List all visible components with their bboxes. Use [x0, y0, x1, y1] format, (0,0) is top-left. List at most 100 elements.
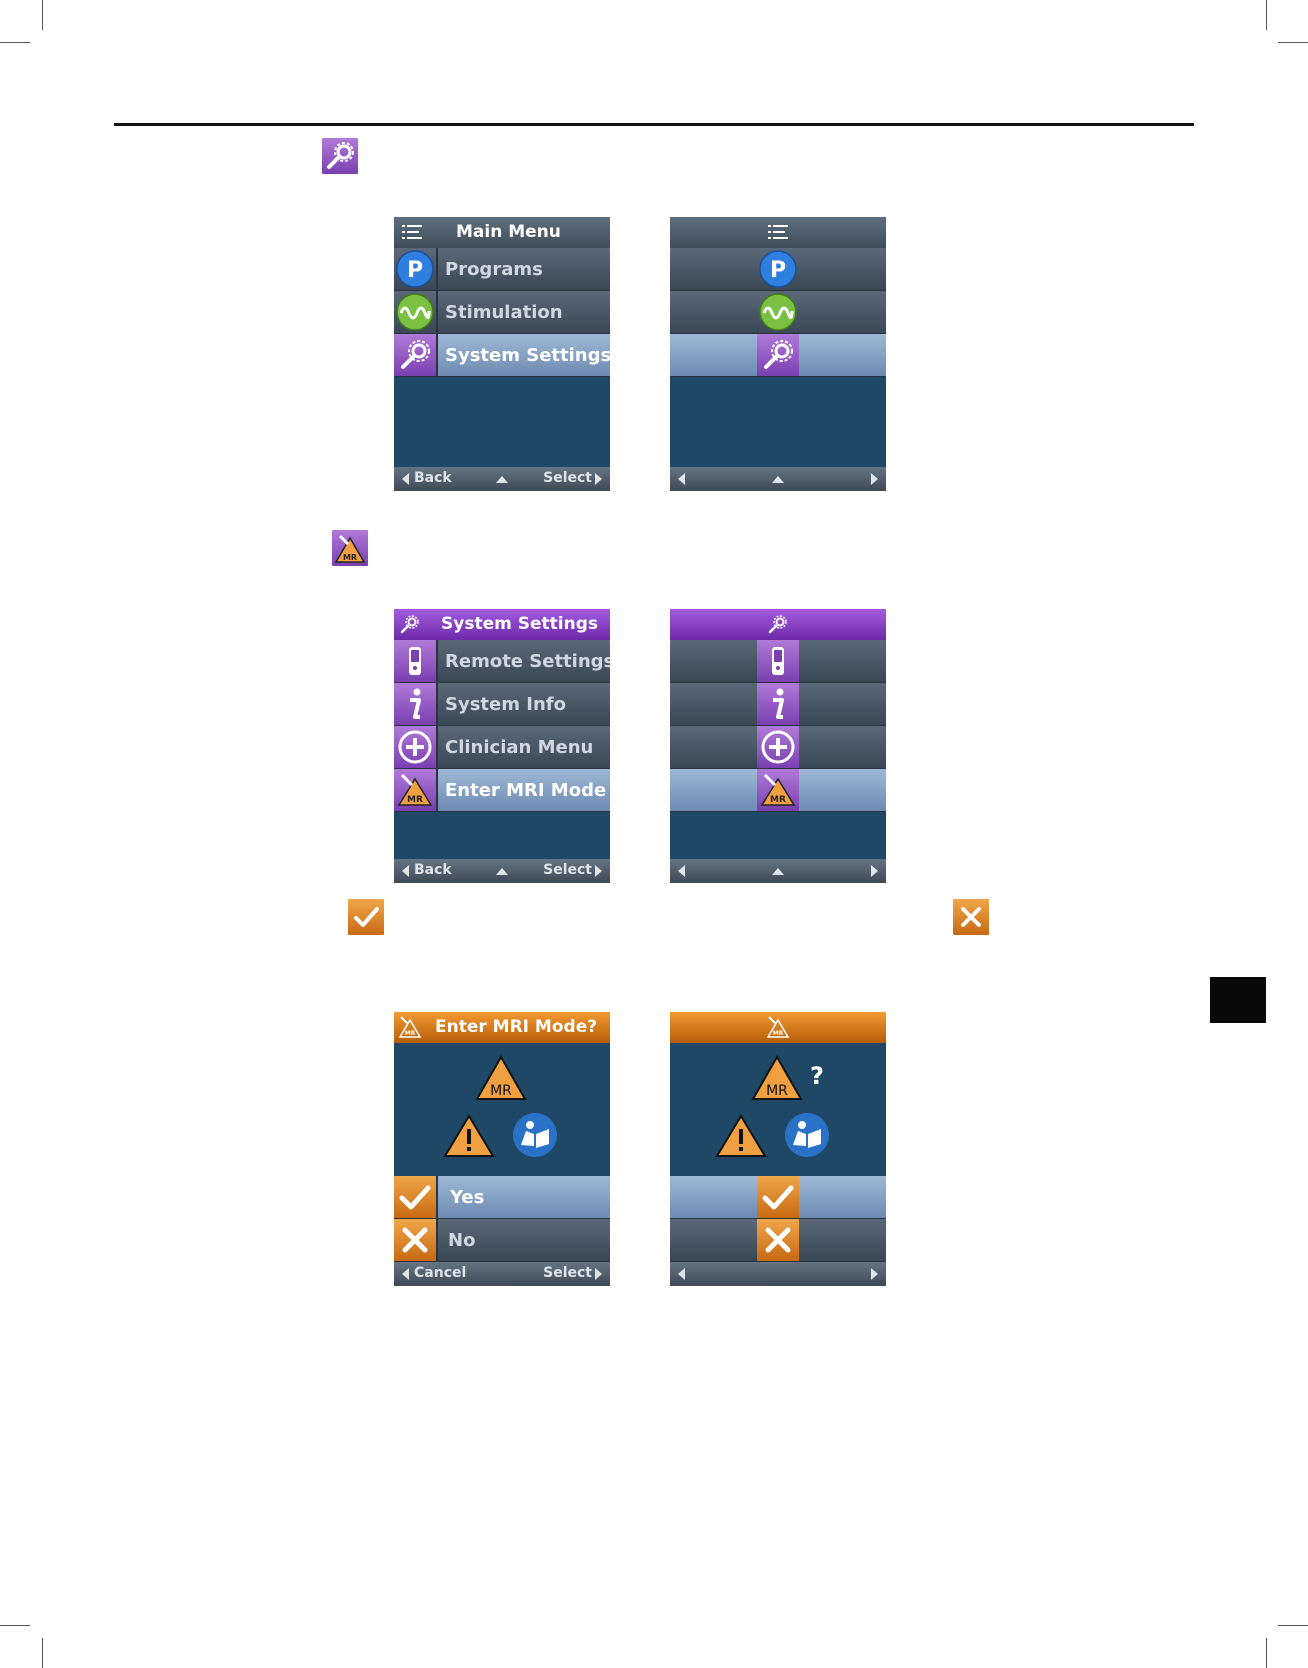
system-settings-icon [766, 612, 790, 636]
menu-item-stimulation[interactable]: Stimulation [394, 291, 610, 334]
menu-item-programs[interactable]: P [670, 248, 886, 291]
x-icon [757, 1219, 799, 1261]
crop-mark [1278, 1625, 1308, 1626]
select-softkey[interactable]: Select [543, 470, 592, 486]
svg-text:MR: MR [407, 795, 423, 805]
programs-icon: P [394, 248, 436, 290]
menu-item-label: Enter MRI Mode [445, 780, 606, 801]
menu-item-remote-settings[interactable]: Remote Settings [394, 640, 610, 683]
option-label: No [448, 1230, 475, 1251]
menu-item-label: Remote Settings [445, 651, 610, 672]
menu-item-clinician-menu[interactable] [670, 726, 886, 769]
option-yes[interactable] [670, 1176, 886, 1219]
system-settings-icon [394, 334, 436, 376]
svg-text:MR: MR [405, 1030, 416, 1037]
right-arrow-icon[interactable] [595, 473, 602, 485]
main-menu-screen: Main Menu P Programs Stimulation System … [394, 217, 610, 491]
screen-header [670, 609, 886, 640]
up-arrow-icon[interactable] [496, 476, 508, 483]
system-settings-icon [322, 138, 358, 174]
right-arrow-icon[interactable] [871, 1268, 878, 1280]
enter-mri-mode-screen: MR Enter MRI Mode? MR Yes No Cancel Sele… [394, 1012, 610, 1286]
menu-item-system-info[interactable] [670, 683, 886, 726]
x-icon [953, 899, 989, 935]
clinician-plus-icon [394, 726, 436, 768]
mr-label: MR [766, 1083, 788, 1099]
svg-text:MR: MR [770, 795, 786, 805]
warning-icon [714, 1113, 768, 1159]
svg-text:P: P [407, 258, 423, 283]
screen-header: MR Enter MRI Mode? [394, 1012, 610, 1043]
question-mark: ? [810, 1062, 824, 1090]
read-manual-icon [512, 1112, 558, 1158]
menu-item-enter-mri-mode[interactable]: MR [670, 769, 886, 812]
enter-mri-mode-screen-icon-only: MR MR ? [670, 1012, 886, 1286]
option-no[interactable]: No [394, 1219, 610, 1262]
select-softkey[interactable]: Select [543, 862, 592, 878]
svg-text:MR: MR [773, 1030, 784, 1037]
chapter-tab [1210, 977, 1266, 1023]
back-softkey[interactable]: Back [414, 470, 452, 486]
mr-label: MR [490, 1083, 512, 1099]
option-no[interactable] [670, 1219, 886, 1262]
system-settings-screen: System Settings Remote Settings System I… [394, 609, 610, 883]
up-arrow-icon[interactable] [772, 868, 784, 875]
menu-item-label: Clinician Menu [445, 737, 593, 758]
menu-item-system-info[interactable]: System Info [394, 683, 610, 726]
left-arrow-icon[interactable] [678, 865, 685, 877]
check-icon [757, 1176, 799, 1218]
screen-footer: Back Select [394, 467, 610, 491]
back-softkey[interactable]: Back [414, 862, 452, 878]
screen-footer [670, 859, 886, 883]
menu-item-programs[interactable]: P Programs [394, 248, 610, 291]
menu-item-clinician-menu[interactable]: Clinician Menu [394, 726, 610, 769]
crop-mark [0, 1625, 30, 1626]
left-arrow-icon[interactable] [678, 1268, 685, 1280]
screen-title: Main Menu [456, 222, 561, 242]
option-yes[interactable]: Yes [394, 1176, 610, 1219]
mri-mode-icon: MR [766, 1015, 790, 1039]
menu-item-system-settings[interactable] [670, 334, 886, 377]
crop-mark [1278, 42, 1308, 43]
menu-item-label: System Settings [445, 345, 610, 366]
crop-mark [42, 1638, 43, 1668]
header-rule [114, 123, 1194, 126]
right-arrow-icon[interactable] [871, 865, 878, 877]
screen-title: System Settings [441, 614, 598, 634]
option-label: Yes [450, 1187, 484, 1208]
svg-text:MR: MR [343, 553, 357, 562]
mri-mode-icon: MR [757, 769, 799, 811]
left-arrow-icon[interactable] [402, 865, 409, 877]
menu-item-label: Programs [445, 259, 543, 280]
cancel-softkey[interactable]: Cancel [414, 1265, 466, 1281]
menu-list-icon [400, 220, 424, 244]
mr-warning-icon: MR [474, 1054, 528, 1102]
read-manual-icon [784, 1112, 830, 1158]
menu-item-enter-mri-mode[interactable]: MR Enter MRI Mode [394, 769, 610, 812]
svg-text:P: P [770, 258, 786, 283]
menu-item-stimulation[interactable] [670, 291, 886, 334]
remote-icon [394, 640, 436, 682]
up-arrow-icon[interactable] [496, 868, 508, 875]
remote-icon [757, 640, 799, 682]
main-menu-screen-icon-only: P [670, 217, 886, 491]
up-arrow-icon[interactable] [772, 476, 784, 483]
warning-icon [442, 1113, 496, 1159]
screen-footer: Cancel Select [394, 1262, 610, 1286]
right-arrow-icon[interactable] [871, 473, 878, 485]
right-arrow-icon[interactable] [595, 865, 602, 877]
crop-mark [42, 0, 43, 30]
programs-icon: P [757, 248, 799, 290]
x-icon [394, 1219, 436, 1261]
left-arrow-icon[interactable] [402, 473, 409, 485]
left-arrow-icon[interactable] [402, 1268, 409, 1280]
select-softkey[interactable]: Select [543, 1265, 592, 1281]
left-arrow-icon[interactable] [678, 473, 685, 485]
system-settings-icon [757, 334, 799, 376]
check-icon [394, 1176, 436, 1218]
menu-item-remote-settings[interactable] [670, 640, 886, 683]
screen-footer: Back Select [394, 859, 610, 883]
right-arrow-icon[interactable] [595, 1268, 602, 1280]
mri-mode-icon: MR [394, 769, 436, 811]
menu-item-system-settings[interactable]: System Settings [394, 334, 610, 377]
